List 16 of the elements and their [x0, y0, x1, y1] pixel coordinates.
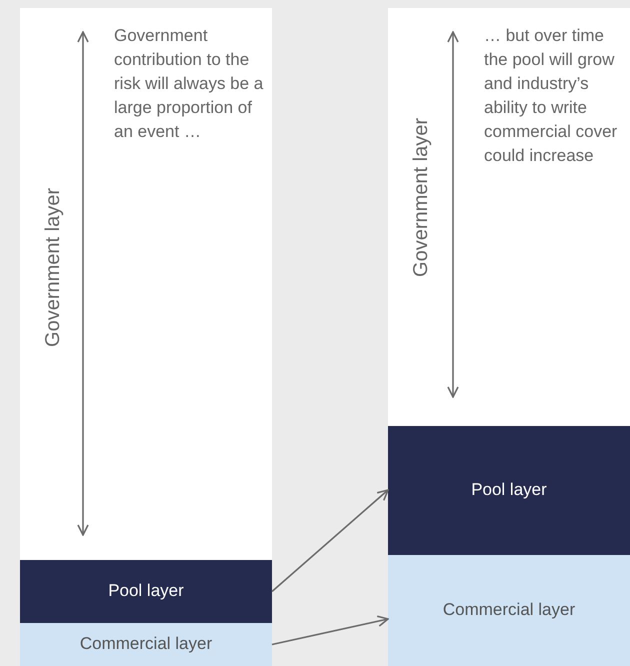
- layer-panel: [20, 8, 272, 560]
- arrow: [271, 489, 389, 592]
- annotation-text: Government contribution to the risk will always be a large proportion of an event …: [114, 25, 264, 143]
- layer-label: Commercial layer: [442, 600, 576, 620]
- layer-band: [20, 623, 272, 666]
- layer-label: Pool layer: [470, 480, 548, 500]
- annotation-text: … but over time the pool will grow and industry’s ability to write commercial cover could increase: [484, 25, 618, 167]
- layer-label: Government layer: [410, 118, 433, 277]
- layer-label: Commercial layer: [78, 634, 214, 654]
- layer-label: Pool layer: [107, 581, 185, 601]
- layer-band: [20, 560, 272, 623]
- layer-label: Government layer: [42, 188, 65, 347]
- layer-band: [388, 555, 630, 666]
- arrow: [272, 615, 389, 646]
- layer-band: [388, 426, 630, 555]
- layer-panel: [388, 8, 630, 426]
